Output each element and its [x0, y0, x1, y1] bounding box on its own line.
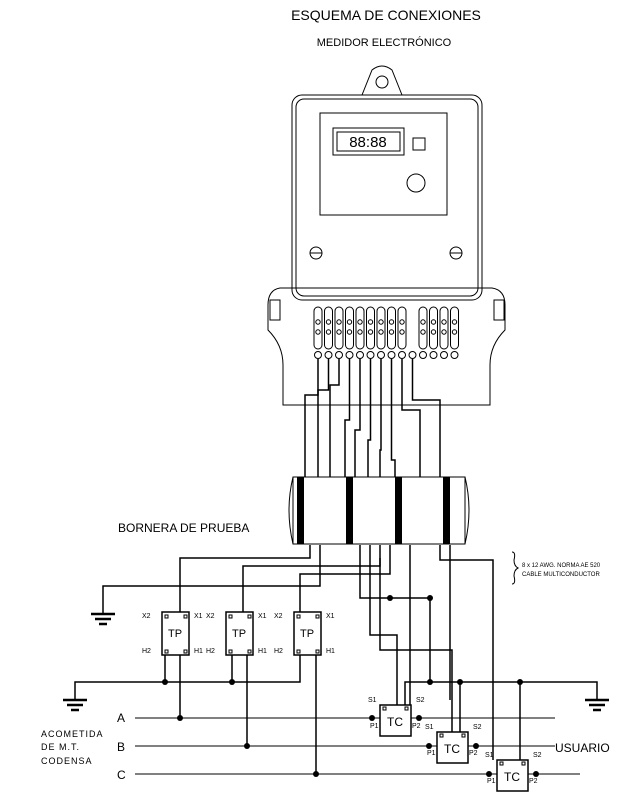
terminal: [439, 306, 449, 350]
meter: 88:88: [267, 65, 506, 406]
tp-h2: H2: [206, 648, 215, 655]
terminal: [376, 306, 386, 350]
tc-label: TC: [504, 770, 520, 784]
tc-s1: S1: [368, 697, 377, 704]
cable-note-1: 8 x 12 AWG. NORMA AE 520: [522, 563, 601, 569]
terminal: [355, 306, 365, 350]
tc-p1: P1: [427, 750, 436, 757]
optical-port: [406, 173, 426, 193]
terminal-screw: [366, 351, 375, 359]
wire: [344, 359, 351, 477]
tc-s1: S1: [425, 724, 434, 731]
tp-label: TP: [168, 628, 182, 640]
phase-b: B: [117, 740, 125, 754]
wire: [411, 359, 441, 477]
tc-label: TC: [387, 715, 403, 729]
terminal: [366, 306, 375, 350]
terminal-screw: [429, 351, 438, 359]
tp-label: TP: [300, 628, 314, 640]
terminal: [345, 306, 354, 350]
terminal: [429, 306, 438, 350]
terminal: [397, 306, 407, 350]
terminal-screw: [377, 351, 385, 359]
terminal: [324, 306, 333, 350]
acometida-3: CODENSA: [41, 756, 93, 766]
terminal-screw: [345, 351, 354, 359]
tp-h2: H2: [142, 648, 151, 655]
tc-p1: P1: [487, 778, 496, 785]
tp-h2: H2: [274, 648, 283, 655]
tp-h1: H1: [258, 648, 267, 655]
terminal: [334, 306, 344, 350]
wire: [329, 359, 340, 477]
tc-s2: S2: [473, 724, 482, 731]
wire: [367, 359, 372, 477]
terminal: [313, 306, 323, 350]
phase-c: C: [117, 768, 126, 782]
bornera-de-prueba: [288, 476, 470, 545]
tp-x2: X2: [206, 613, 215, 620]
terminal-screw: [408, 351, 417, 359]
acometida-2: DE M.T.: [41, 742, 80, 752]
ground-icon: [91, 612, 115, 626]
bornera-label: BORNERA DE PRUEBA: [118, 521, 249, 535]
acometida-1: ACOMETIDA: [41, 729, 104, 739]
tp-h1: H1: [326, 648, 335, 655]
terminal-screw: [450, 351, 459, 359]
terminal-screw: [440, 351, 448, 359]
terminal-screw: [324, 351, 333, 359]
terminal: [450, 306, 459, 350]
title: ESQUEMA DE CONEXIONES: [291, 7, 481, 23]
meter-wires: [304, 359, 441, 477]
phase-a: A: [117, 711, 125, 725]
wire: [390, 359, 396, 477]
terminal-screw: [314, 351, 322, 359]
wire: [401, 359, 421, 477]
tp-x2: X2: [274, 613, 283, 620]
tc-p2: P2: [529, 778, 538, 785]
lower-wiring: [74, 545, 598, 777]
tc-s2: S2: [533, 752, 542, 759]
ground-icon: [585, 698, 609, 712]
wire: [354, 359, 361, 477]
usuario-label: USUARIO: [555, 741, 610, 755]
subtitle: MEDIDOR ELECTRÓNICO: [317, 36, 452, 49]
tp-x2: X2: [142, 613, 151, 620]
wire: [317, 359, 330, 477]
tc-p2: P2: [469, 750, 478, 757]
cable-note-2: CABLE MULTICONDUCTOR: [522, 572, 600, 578]
tp-x1: X1: [326, 613, 335, 620]
terminal-screw: [387, 351, 396, 359]
tp-x1: X1: [258, 613, 267, 620]
terminal: [387, 306, 396, 350]
tc-p2: P2: [412, 723, 421, 730]
meter-button: [412, 137, 426, 151]
tp-x1: X1: [194, 613, 203, 620]
tc-s2: S2: [416, 697, 425, 704]
tp-label: TP: [232, 628, 246, 640]
terminal-screw: [398, 351, 406, 359]
terminal-screw: [419, 351, 427, 359]
wire: [304, 359, 319, 477]
tc-p1: P1: [370, 723, 379, 730]
terminal-screw: [335, 351, 343, 359]
ground-icon: [63, 698, 87, 712]
tc-s1: S1: [485, 752, 494, 759]
terminal: [418, 306, 428, 350]
meter-display: 88:88: [349, 134, 387, 151]
tp-h1: H1: [194, 648, 203, 655]
terminal-screw: [356, 351, 364, 359]
wire: [379, 359, 382, 477]
tc-label: TC: [444, 742, 460, 756]
